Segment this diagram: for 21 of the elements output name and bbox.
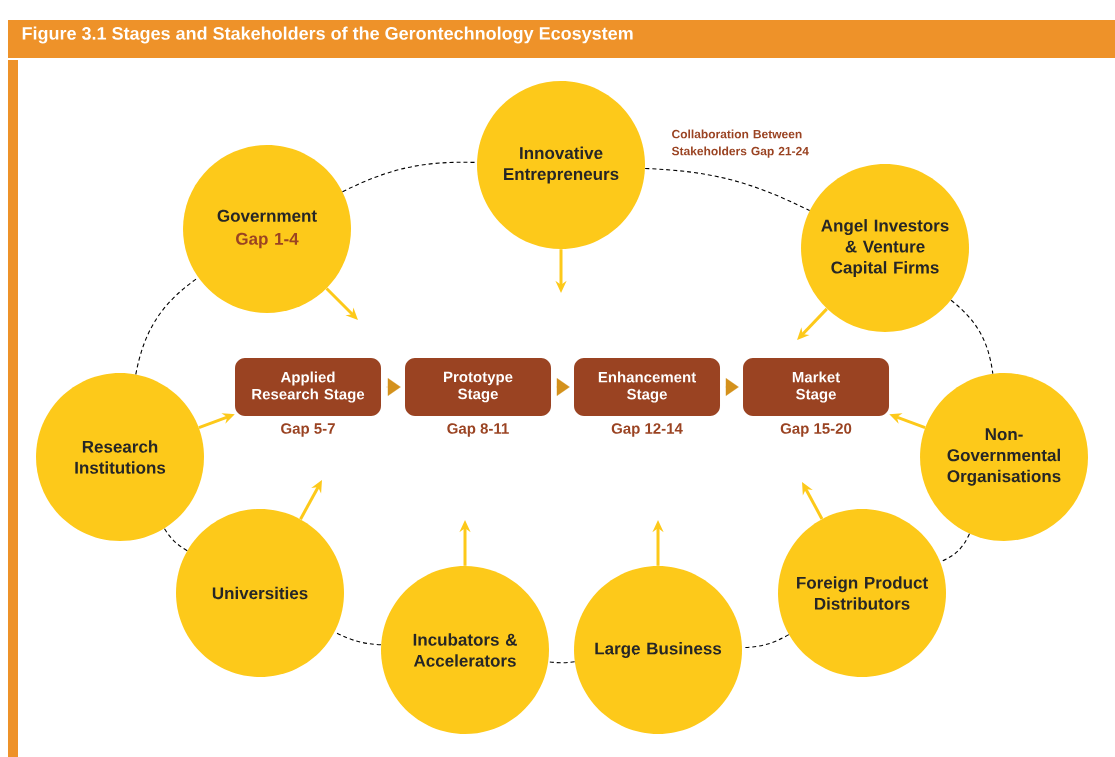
dashed-connector <box>644 167 811 212</box>
title-bar: Figure 3.1 Stages and Stakeholders of the Gerontechnology Ecosystem <box>8 20 1115 58</box>
arrow <box>797 307 828 340</box>
dashed-connector <box>950 299 994 375</box>
stage-box: Applied Research Stage <box>235 358 381 416</box>
stage-box: Prototype Stage <box>405 358 551 416</box>
stage-box: Enhancement Stage <box>574 358 720 416</box>
dashed-connector <box>163 528 188 552</box>
gap-label: Gap 8-11 <box>447 423 509 437</box>
dashed-connector <box>547 661 576 664</box>
chevron-arrow <box>386 378 401 396</box>
gap-label: Gap 15-20 <box>780 423 852 437</box>
gap-label: Gap 5-7 <box>281 423 335 437</box>
dashed-connector <box>334 631 382 646</box>
stage-box: Market Stage <box>743 358 889 416</box>
chevron-arrow <box>725 378 739 396</box>
dashed-connector <box>135 276 199 375</box>
chevron-arrow <box>556 378 570 396</box>
gap-label: Gap 12-14 <box>611 423 683 437</box>
arrow <box>325 287 358 320</box>
note-text: Collaboration Between Stakeholders Gap 21-24 <box>671 129 809 158</box>
